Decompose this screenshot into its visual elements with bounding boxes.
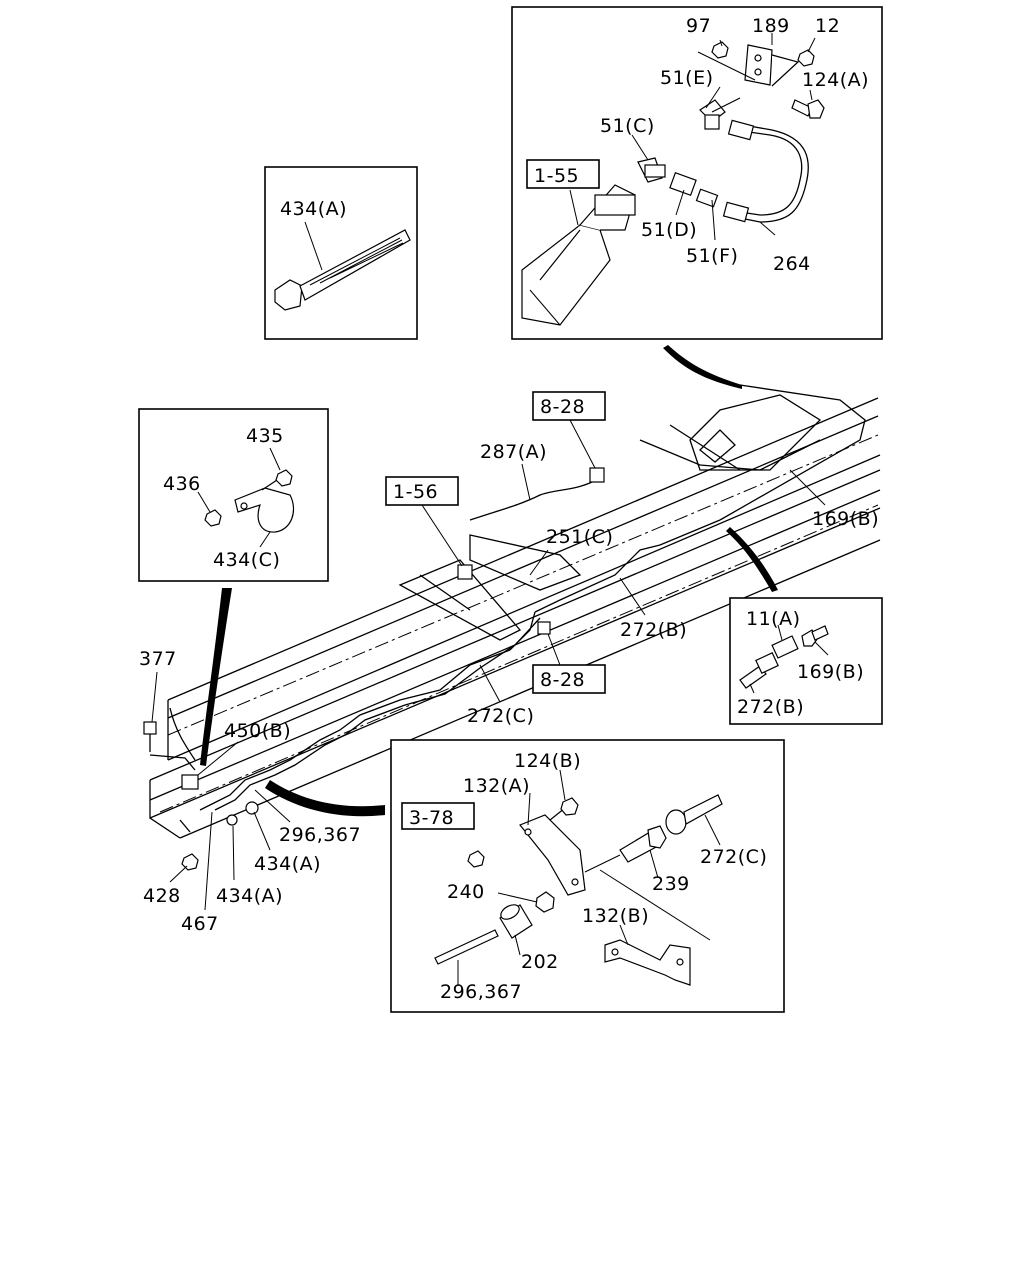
pipe-272c-icon [665, 794, 723, 835]
label-296-367-main: 296,367 [279, 824, 361, 846]
pipe-272b-icon [739, 652, 779, 689]
label-51c: 51(C) [600, 115, 655, 137]
bolt-124a-icon [791, 99, 825, 119]
callout-arrows [200, 345, 778, 817]
clamp-434c-icon [234, 487, 295, 533]
nut-428-icon [181, 853, 199, 871]
label-239: 239 [652, 873, 690, 895]
detail-box-pipe-brackets: 3-78 124(B) 132(A) 272(C) 239 240 132(B)… [390, 739, 785, 1013]
label-436: 436 [163, 473, 201, 495]
label-272b-box: 272(B) [737, 696, 804, 718]
label-377: 377 [139, 648, 177, 670]
fuel-tank-neck-icon [521, 184, 636, 326]
label-51f: 51(F) [686, 245, 738, 267]
detail-box-connector-11a: 11(A) 169(B) 272(B) [729, 597, 883, 725]
connector-11a-icon [771, 635, 799, 659]
label-272b-main: 272(B) [620, 619, 687, 641]
label-272c-box: 272(C) [700, 846, 767, 868]
label-428: 428 [143, 885, 181, 907]
label-169b-box: 169(B) [797, 661, 864, 683]
ref-8-28-bottom: 8-28 [540, 669, 585, 691]
bolt-377-icon [143, 721, 157, 752]
fitting-51d-icon [669, 171, 697, 197]
bracket-189-icon [744, 44, 800, 87]
label-51d: 51(D) [641, 219, 697, 241]
fitting-239-icon [619, 825, 667, 863]
label-467: 467 [181, 913, 219, 935]
label-434c: 434(C) [213, 549, 280, 571]
label-202: 202 [521, 951, 559, 973]
ref-1-55: 1-55 [534, 165, 579, 187]
label-434a-2: 434(A) [216, 885, 283, 907]
label-51e: 51(E) [660, 67, 714, 89]
nut-436-icon [204, 509, 222, 527]
label-97: 97 [686, 15, 711, 37]
nut-12-icon [797, 49, 815, 67]
label-189: 189 [752, 15, 790, 37]
label-240: 240 [447, 881, 485, 903]
label-272c-main: 272(C) [467, 705, 534, 727]
label-12: 12 [815, 15, 840, 37]
bolt-435-icon [261, 469, 293, 491]
ref-1-56: 1-56 [393, 481, 438, 503]
fitting-51c-icon [637, 157, 666, 183]
label-434a-box: 434(A) [280, 198, 347, 220]
bracket-132b-icon [604, 939, 691, 986]
label-132a: 132(A) [463, 775, 530, 797]
frame-assembly [143, 384, 881, 871]
bolt-124b-icon [549, 797, 579, 821]
rod-296-367-icon [434, 929, 499, 965]
detail-box-fuel-connectors: 1-55 97 189 12 51(E) 124(A) 51(C) 51(D) … [511, 6, 883, 340]
clip-434a-icon [245, 801, 259, 815]
label-124a: 124(A) [802, 69, 869, 91]
label-132b: 132(B) [582, 905, 649, 927]
clamp-434a-icon [226, 814, 238, 826]
nut-97-icon [711, 41, 729, 59]
label-287a: 287(A) [480, 441, 547, 463]
label-435: 435 [246, 425, 284, 447]
collar-202-icon [499, 904, 533, 939]
detail-box-cable-tie: 434(A) [264, 166, 418, 340]
main-labels: 8-28 1-56 8-28 287(A) 169(B) 251(C) 272(… [139, 391, 879, 935]
label-11a: 11(A) [746, 608, 801, 630]
label-450b: 450(B) [224, 720, 291, 742]
label-264: 264 [773, 253, 811, 275]
label-434a-1: 434(A) [254, 853, 321, 875]
nut-240-icon [535, 891, 555, 913]
cable-tie-icon [274, 229, 411, 311]
bracket-132a-icon [519, 814, 586, 896]
nut-3-78-icon [467, 850, 485, 868]
ref-8-28-top: 8-28 [540, 396, 585, 418]
detail-box-clamp: 435 436 434(C) [138, 408, 329, 582]
label-124b: 124(B) [514, 750, 581, 772]
ref-3-78: 3-78 [409, 807, 454, 829]
fitting-51e-icon [699, 97, 741, 130]
label-296-367-box: 296,367 [440, 981, 522, 1003]
label-251c: 251(C) [546, 526, 613, 548]
label-169b-main: 169(B) [812, 508, 879, 530]
